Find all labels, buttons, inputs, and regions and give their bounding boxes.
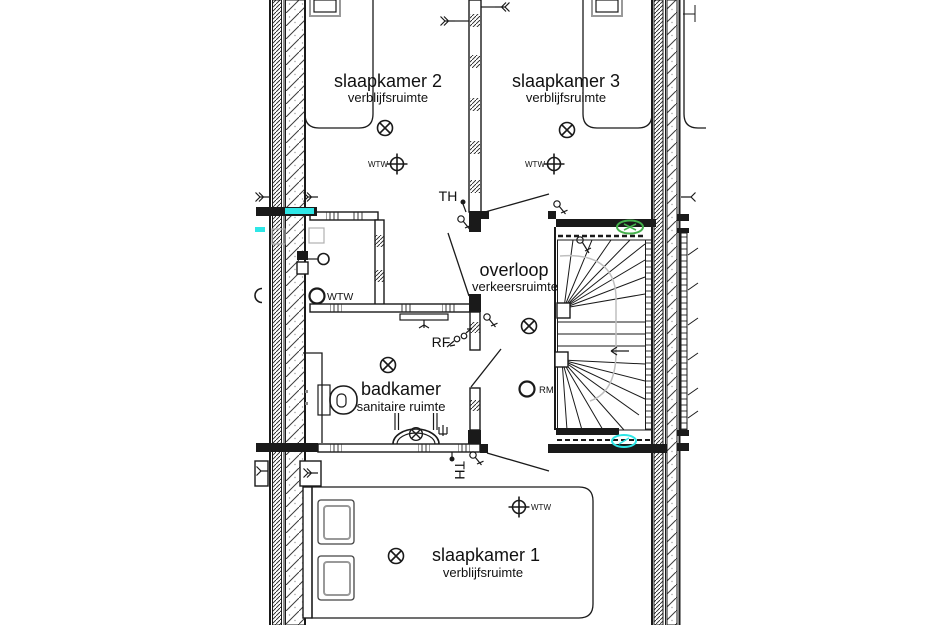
vent-valve-green-icon — [616, 219, 644, 235]
stair-direction-arrow-icon — [610, 346, 629, 356]
smoke-detector-label: RM — [539, 385, 554, 396]
rf-sensor-icon — [446, 327, 473, 348]
labels: slaapkamer 2 verblijfsruimte slaapkamer … — [334, 71, 620, 580]
bed-bedroom3 — [582, 0, 653, 129]
washbasin-icon — [392, 428, 440, 445]
party-wall-right — [651, 0, 681, 625]
ceiling-light-icon — [376, 119, 394, 137]
wall-device-icon — [297, 251, 308, 260]
room-label-slaapkamer-3: slaapkamer 3 — [512, 71, 620, 91]
party-wall-left — [269, 0, 306, 625]
neighbour-fragments-left — [254, 192, 286, 487]
room-label-badkamer: badkamer — [361, 379, 441, 399]
wtw-valve-label: WTW — [368, 160, 388, 169]
thermostat-label: TH — [439, 188, 458, 204]
technical-room: WTW — [296, 211, 385, 307]
light-switch-icon — [494, 1, 511, 13]
wtw-valve-icon — [542, 152, 566, 176]
smoke-detector-icon — [518, 380, 536, 398]
switch-icon — [469, 451, 485, 466]
room-type-slaapkamer-1: verblijfsruimte — [443, 565, 523, 580]
stair-newel-post — [556, 302, 571, 319]
door-leaf-bedroom3 — [484, 193, 550, 213]
wall-between-bedroom2-bedroom3 — [439, 0, 511, 213]
wtw-unit-label: WTW — [327, 291, 353, 303]
light-switch-icon — [439, 15, 456, 27]
door-leaf-bedroom1 — [486, 452, 550, 472]
staircase — [554, 219, 653, 448]
bed-bedroom2 — [304, 0, 374, 129]
wall-lamp-icon — [317, 252, 330, 266]
ceiling-light-icon — [558, 121, 576, 139]
symbols — [299, 119, 576, 565]
room-label-overloop: overloop — [479, 260, 548, 280]
thermostat-dot — [460, 199, 466, 205]
bed-bedroom1 — [302, 486, 594, 619]
neighbour-fragments-right — [677, 0, 706, 451]
door-leaf-bedroom2 — [447, 232, 470, 297]
interior-walls — [256, 207, 667, 453]
ceiling-light-icon — [520, 317, 538, 335]
thermostat-label: TH — [452, 461, 468, 480]
switch-icon — [483, 313, 499, 328]
radiator — [399, 313, 449, 321]
ceiling-light-icon — [387, 547, 405, 565]
vent-valve-cyan-icon — [611, 434, 637, 448]
room-type-slaapkamer-3: verblijfsruimte — [526, 90, 606, 105]
toilet-icon — [329, 385, 358, 415]
wtw-valve-icon — [507, 495, 531, 519]
wtw-unit-icon — [308, 287, 326, 305]
rf-label: RF — [432, 334, 451, 350]
stair-light-icon — [576, 236, 592, 254]
wtw-valve-label: WTW — [531, 503, 551, 512]
door-swings — [447, 193, 550, 472]
wtw-valve-icon — [385, 152, 409, 176]
lintel-marker-cyan — [285, 208, 314, 214]
room-type-slaapkamer-2: verblijfsruimte — [348, 90, 428, 105]
wtw-valve-label: WTW — [525, 160, 545, 169]
stair-walkline — [559, 254, 617, 402]
room-label-slaapkamer-2: slaapkamer 2 — [334, 71, 442, 91]
tap-icon — [438, 425, 448, 436]
stair-newel-post — [554, 351, 569, 368]
room-label-slaapkamer-1: slaapkamer 1 — [432, 545, 540, 565]
room-type-badkamer: sanitaire ruimte — [357, 399, 446, 414]
toilet-cistern — [317, 384, 331, 416]
ceiling-light-icon — [379, 356, 397, 374]
room-type-overloop: verkeersruimte — [472, 279, 558, 294]
door-leaf-bathroom — [470, 348, 502, 388]
bathroom-fixtures — [303, 313, 449, 445]
